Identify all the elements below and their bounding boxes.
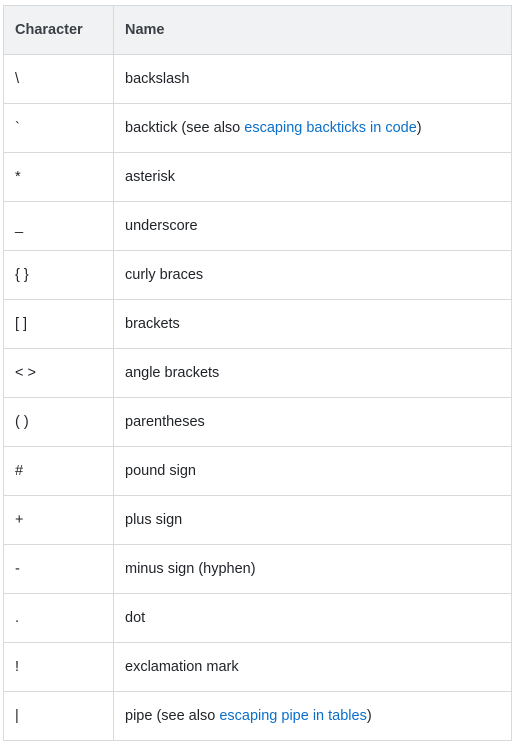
table-row: - minus sign (hyphen)	[3, 544, 512, 594]
table-row: # pound sign	[3, 446, 512, 496]
name-text-suffix: )	[416, 120, 422, 136]
name-cell: parentheses	[113, 397, 512, 447]
table-row: _ underscore	[3, 201, 512, 251]
character-cell: !	[3, 642, 114, 692]
escape-characters-table: Character Name \ backslash ` backtick (s…	[3, 5, 512, 741]
table-row: ( ) parentheses	[3, 397, 512, 447]
character-cell: #	[3, 446, 114, 496]
name-cell: curly braces	[113, 250, 512, 300]
header-name: Name	[113, 5, 512, 55]
name-cell: asterisk	[113, 152, 512, 202]
table-row: . dot	[3, 593, 512, 643]
table-header: Character Name	[3, 5, 512, 55]
header-character: Character	[3, 5, 114, 55]
escaping-pipe-link[interactable]: escaping pipe in tables	[219, 708, 367, 724]
character-cell: `	[3, 103, 114, 153]
name-text-suffix: )	[366, 708, 372, 724]
table-row: [ ] brackets	[3, 299, 512, 349]
character-cell: \	[3, 54, 114, 104]
name-text: backtick (see also	[125, 120, 245, 136]
name-cell: plus sign	[113, 495, 512, 545]
table-row: + plus sign	[3, 495, 512, 545]
table-row: \ backslash	[3, 54, 512, 104]
header-row: Character Name	[3, 5, 512, 55]
name-cell: exclamation mark	[113, 642, 512, 692]
name-cell: backtick (see also escaping backticks in…	[113, 103, 512, 153]
character-cell: ( )	[3, 397, 114, 447]
name-cell: dot	[113, 593, 512, 643]
character-cell: _	[3, 201, 114, 251]
escaping-backticks-link[interactable]: escaping backticks in code	[244, 120, 417, 136]
character-cell: -	[3, 544, 114, 594]
table-row: < > angle brackets	[3, 348, 512, 398]
table-row: ` backtick (see also escaping backticks …	[3, 103, 512, 153]
character-cell: .	[3, 593, 114, 643]
name-cell: underscore	[113, 201, 512, 251]
name-cell: pound sign	[113, 446, 512, 496]
character-cell: [ ]	[3, 299, 114, 349]
name-cell: backslash	[113, 54, 512, 104]
table-row: { } curly braces	[3, 250, 512, 300]
character-cell: *	[3, 152, 114, 202]
name-text: pipe (see also	[125, 708, 220, 724]
table-row: | pipe (see also escaping pipe in tables…	[3, 691, 512, 741]
name-cell: pipe (see also escaping pipe in tables)	[113, 691, 512, 741]
name-cell: angle brackets	[113, 348, 512, 398]
table-row: * asterisk	[3, 152, 512, 202]
character-cell: { }	[3, 250, 114, 300]
table-row: ! exclamation mark	[3, 642, 512, 692]
name-cell: minus sign (hyphen)	[113, 544, 512, 594]
name-cell: brackets	[113, 299, 512, 349]
table-body: \ backslash ` backtick (see also escapin…	[3, 54, 512, 741]
character-cell: |	[3, 691, 114, 741]
character-cell: +	[3, 495, 114, 545]
character-cell: < >	[3, 348, 114, 398]
